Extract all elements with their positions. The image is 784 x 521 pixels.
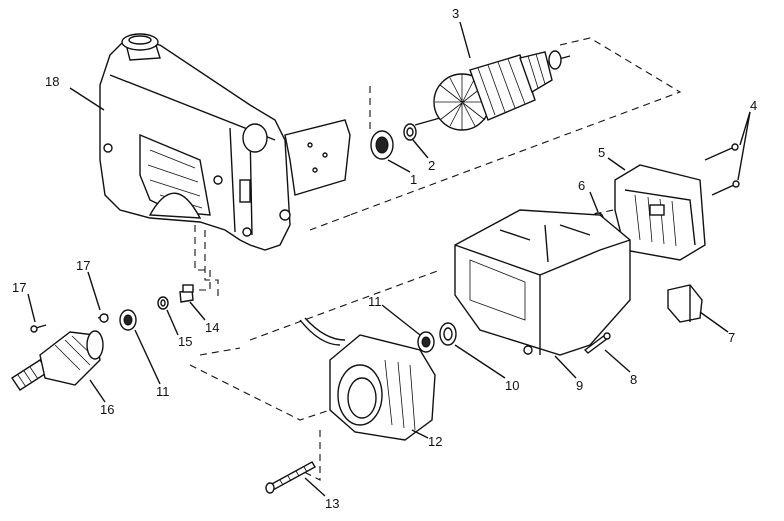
callout-15: 15 [178,334,192,349]
callout-11-right: 11 [368,294,382,309]
part-8-screw [583,332,611,354]
callout-17-left: 17 [12,280,26,295]
callout-12: 12 [428,434,442,449]
part-3-armature [414,50,571,131]
callout-6: 6 [578,178,585,193]
part-11-bearing-left [119,309,137,331]
callout-13: 13 [325,496,339,511]
part-5-end-cover [614,164,706,261]
callout-9: 9 [576,378,583,393]
leader-lines [27,21,751,497]
callout-8: 8 [630,372,637,387]
part-15-washer [157,296,169,310]
part-4-screws [704,143,740,196]
callout-3: 3 [452,6,459,21]
callout-2: 2 [428,158,435,173]
part-7-switch [667,284,703,323]
callout-labels: 18 3 1 2 4 5 6 7 8 9 10 11 12 13 14 15 1… [12,6,757,511]
callout-18: 18 [45,74,59,89]
callout-14: 14 [205,320,219,335]
callout-16: 16 [100,402,114,417]
part-13-long-screw [265,461,316,494]
part-17-screws [30,313,109,333]
part-18-housing [99,33,351,251]
part-10-ring [439,322,457,346]
part-1-bearing [370,130,394,160]
callout-11-left: 11 [156,384,170,399]
part-16-arbor-shaft [11,330,104,391]
callout-5: 5 [598,145,605,160]
part-14-screw [179,284,194,303]
callout-17-mid: 17 [76,258,90,273]
callout-4: 4 [750,98,757,113]
callout-1: 1 [410,172,417,187]
part-12-stator [299,317,436,441]
callout-7: 7 [728,330,735,345]
part-9-motor-housing [454,209,631,356]
part-2-washer [403,123,417,141]
part-11-bearing-right [417,331,435,353]
callout-10: 10 [505,378,519,393]
